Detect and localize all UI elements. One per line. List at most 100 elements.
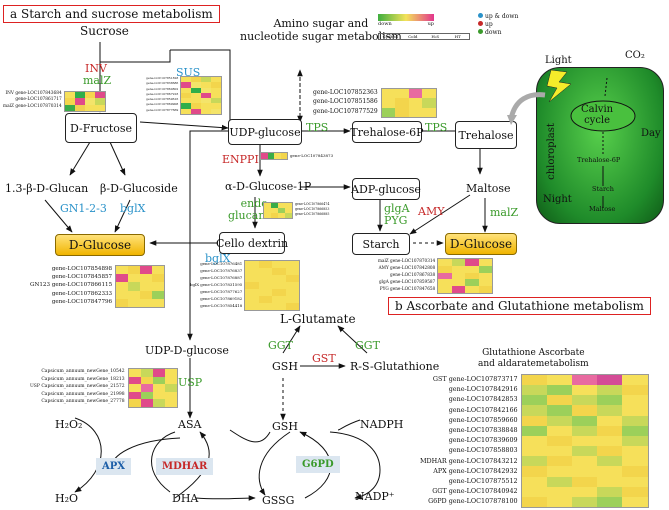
gene-label: gene-LOC107875512: [448, 477, 518, 486]
gene-label: G6PD gene-LOC107878100: [428, 497, 518, 506]
heatmap-cell: [164, 384, 177, 392]
section-a-title: a Starch and sucrose metabolism: [3, 5, 220, 23]
heatmap-cell: [285, 275, 300, 282]
heatmap-cell: [280, 153, 287, 159]
heatmap-cell: [622, 385, 648, 396]
heatmap-cell: [622, 425, 648, 436]
legend-col-control: Control: [382, 34, 398, 39]
node-d-fructose: D-Fructose: [65, 113, 137, 143]
gene-label: APX gene-LOC107842932: [433, 466, 518, 475]
heatmap-cell: [64, 104, 75, 111]
gene-label: gene-LOC107859660: [448, 415, 518, 424]
heatmap-cell: [408, 89, 423, 99]
gene-label: gene-LOC107851586: [313, 98, 378, 106]
heatmap-cell: [285, 282, 300, 289]
gene-label: gene-LOC107876481: [200, 261, 243, 266]
gene-label: PYG gene-LOC107847658: [379, 285, 436, 291]
heatmap-cell: [521, 496, 547, 507]
gene-list-inv: INV gene-LOC107843684 gene-LOC107861717 …: [3, 91, 62, 112]
heatmap-cell: [245, 261, 259, 268]
chloroplast-calvin: Calvin cycle: [581, 104, 614, 126]
heatmap-cell: [271, 208, 278, 213]
enzyme-malz-right: malZ: [490, 206, 519, 219]
gene-list-tps: gene-LOC107852363 gene-LOC107851586 gene…: [313, 88, 378, 118]
heatmap-cell: [164, 376, 177, 385]
heatmap-cell: [597, 476, 623, 487]
heatmap-cell: [622, 466, 648, 477]
heatmap-cell: [381, 89, 396, 99]
heatmap-cell: [245, 303, 259, 310]
gene-label: gene-LOC107866885: [295, 212, 330, 216]
heatmap-cell: [622, 405, 648, 416]
heatmap-cell: [521, 405, 547, 416]
heatmap-cell: [245, 275, 259, 282]
heatmap-enppi-group: gene-LOC107843873: [260, 152, 333, 160]
heatmap-cell: [572, 496, 598, 507]
gene-label: gene-LOC107876887: [200, 275, 243, 280]
gene-label: GGT gene-LOC107840942: [432, 487, 518, 496]
heatmap-cell: [408, 98, 423, 108]
heatmap-cell: [546, 446, 572, 457]
gene-label: gene-LOC107867918: [146, 91, 179, 96]
heatmap-cell: [521, 415, 547, 426]
heatmap-cell: [152, 282, 165, 291]
node-dha: DHA: [172, 492, 199, 505]
heatmap-cell: [201, 87, 212, 93]
heatmap-cell: [597, 405, 623, 416]
heatmap-cell: [152, 369, 165, 377]
gene-label: GN123 gene-LOC107866115: [30, 282, 113, 289]
heatmap-cell: [438, 286, 452, 293]
heatmap-cell: [140, 399, 153, 407]
node-a-d-glucose-1p: α-D-Glucose-1P: [225, 180, 312, 193]
gene-list-bglx: gene-LOC107876481 gene-LOC107876837 gene…: [190, 260, 242, 311]
heatmap-bglx-group: gene-LOC107876481 gene-LOC107876837 gene…: [190, 260, 301, 311]
heatmap-cell: [245, 268, 259, 275]
heatmap-cell: [64, 98, 75, 105]
legend-up: up: [427, 21, 434, 27]
heatmap-cell: [622, 415, 648, 426]
chloroplast-arrows: [546, 69, 636, 208]
heatmap-cell: [478, 286, 493, 293]
heatmap-cell: [74, 92, 85, 99]
heatmap-cell: [152, 298, 165, 307]
heatmap-cell: [181, 103, 192, 109]
heatmap-cell: [438, 265, 452, 273]
heatmap-cell: [258, 303, 273, 310]
heatmap-cell: [272, 275, 286, 282]
heatmap-cell: [622, 476, 648, 487]
gene-label: gene-LOC107843873: [290, 153, 334, 158]
heatmap-cell: [84, 104, 95, 111]
node-h2o: H₂O: [55, 492, 79, 505]
heatmap-cell: [74, 104, 85, 111]
heatmap-cell: [181, 77, 192, 83]
gene-label: Capsicum_annuum_newGene_10542: [41, 369, 125, 374]
heatmap-cell: [572, 486, 598, 497]
node-glucoside: β-D-Glucoside: [100, 182, 178, 195]
heatmap-cell: [181, 87, 192, 93]
gene-label: gene-LOC107867838: [390, 271, 436, 277]
gene-label: gene-LOC107854898: [51, 266, 113, 272]
heatmap-cell: [258, 268, 273, 275]
heatmap-cell: [191, 92, 202, 99]
gene-label: INV gene-LOC107843684: [5, 91, 62, 96]
heatmap-cell: [258, 275, 273, 282]
heatmap-cell: [152, 384, 165, 392]
heatmap-sus-group: gene-LOC107851828 gene-LOC107838686 gene…: [146, 76, 223, 115]
heatmap-cell: [422, 98, 436, 108]
heatmap-cell: [521, 375, 547, 386]
heatmap-cell: [521, 385, 547, 396]
heatmap-cell: [128, 384, 141, 392]
heatmap-cell: [546, 415, 572, 426]
gene-label: gene-LOC107851828: [146, 76, 179, 80]
heatmap-cell: [245, 289, 259, 296]
heatmap-cell: [201, 77, 212, 83]
node-adp-glucose: ADP-glucose: [351, 178, 421, 200]
gene-label: gene-LOC107876837: [200, 268, 243, 273]
gene-label: gene-LOC107854418: [200, 303, 243, 308]
heatmap-cell: [272, 296, 286, 303]
heatmap-amy: [437, 258, 494, 294]
heatmap-cell: [521, 446, 547, 457]
heatmap-cell: [622, 486, 648, 497]
heatmap-cell: [211, 77, 222, 83]
chloroplast-co2: CO₂: [625, 50, 645, 61]
